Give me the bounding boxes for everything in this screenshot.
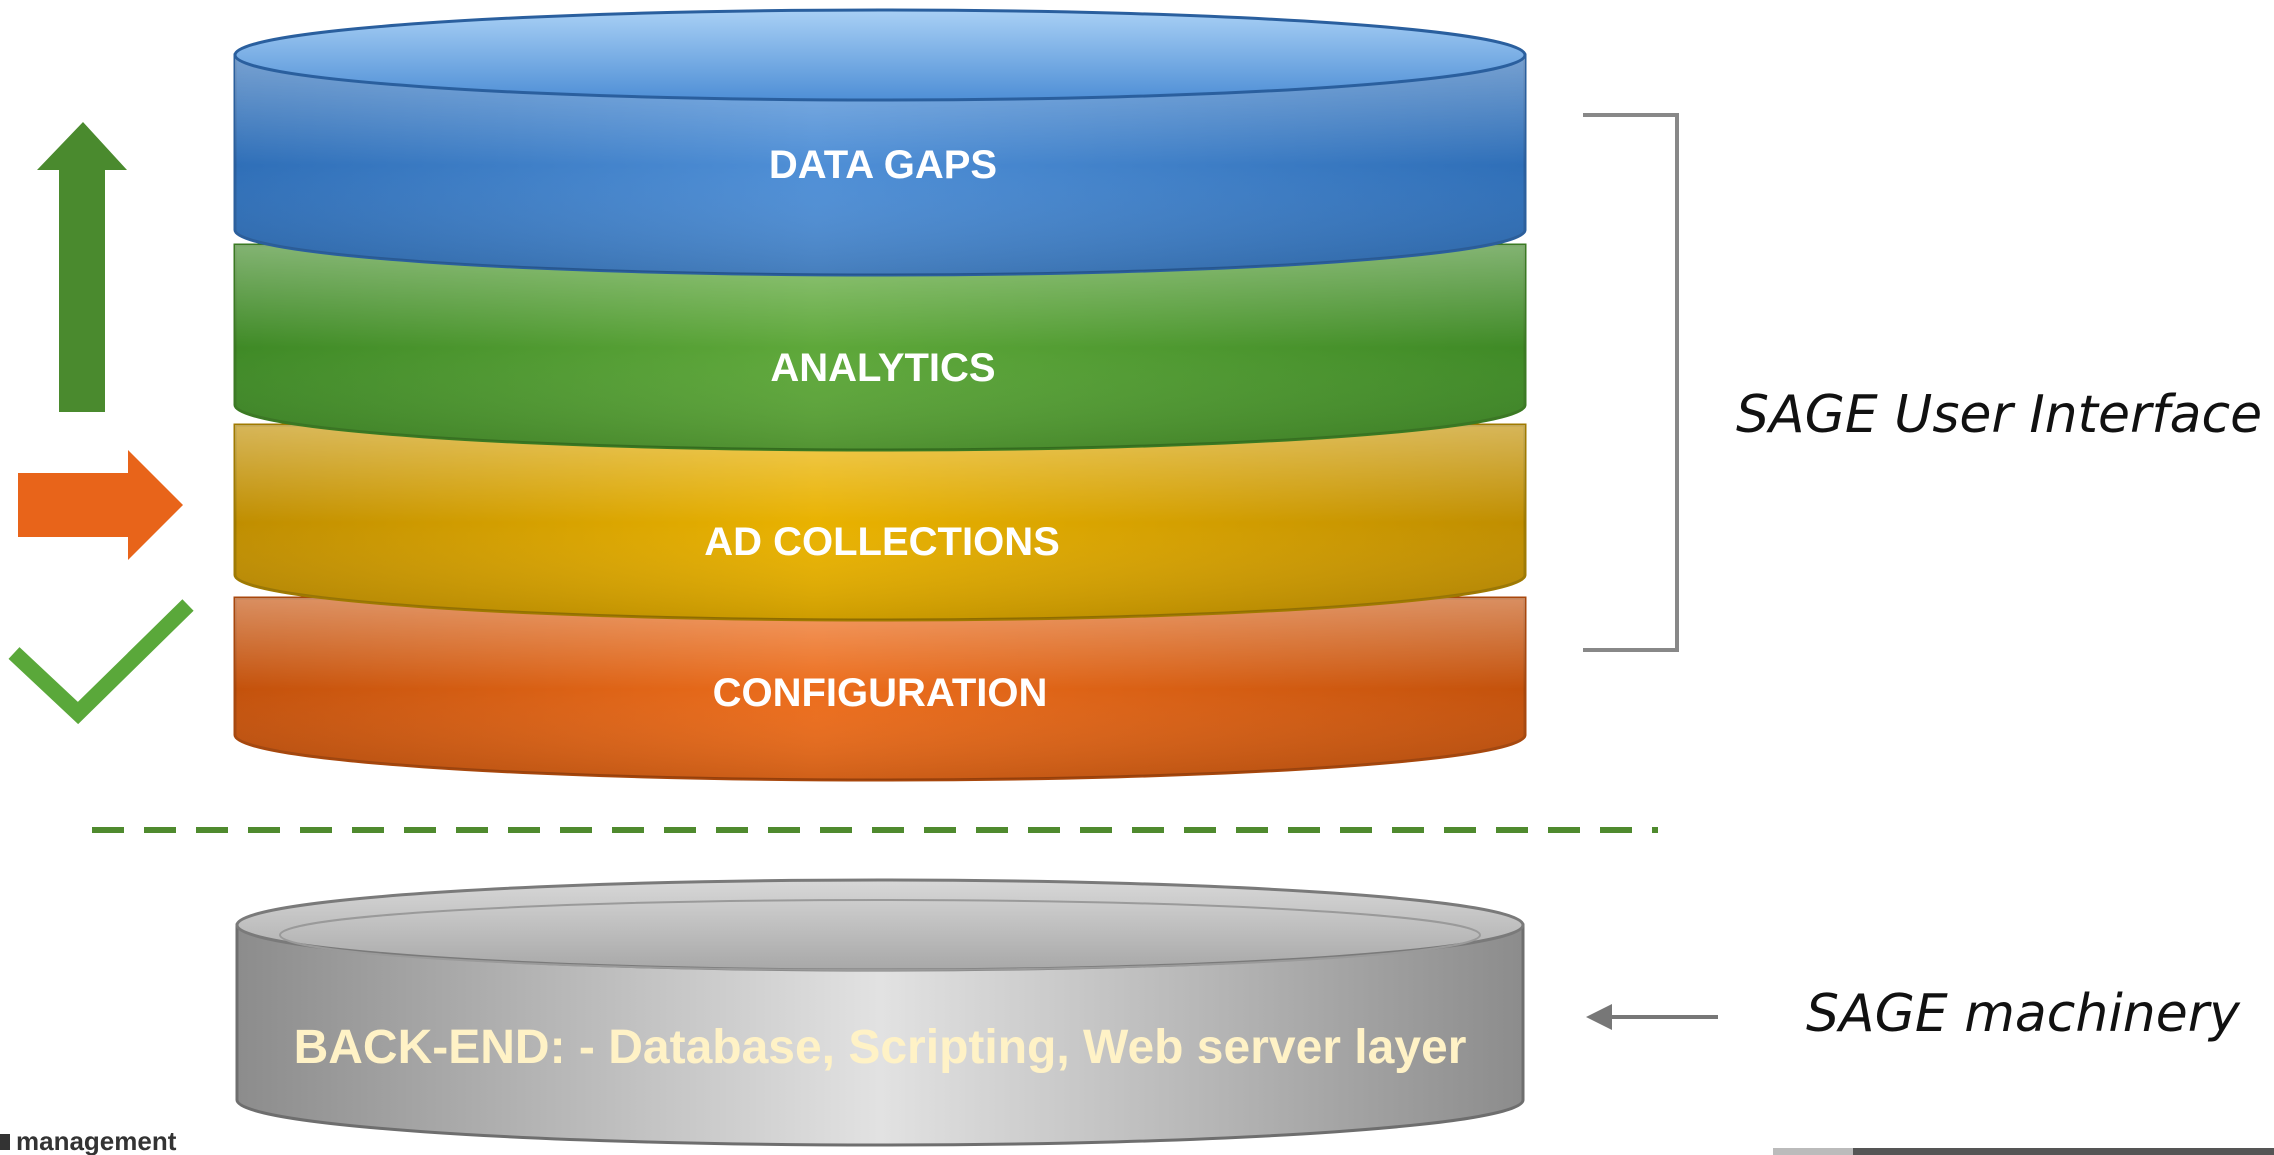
- footer-bar-dark: [1853, 1148, 2274, 1155]
- arrow-up-icon: [37, 122, 127, 412]
- check-icon: [8, 599, 194, 725]
- arrow-left-icon: [1586, 1004, 1718, 1030]
- sage-user-interface-label: SAGE User Interface: [1736, 385, 2262, 445]
- footer-logo-mark: [0, 1134, 10, 1150]
- footer-bar-light: [1773, 1148, 1853, 1155]
- layer-label-analytics: ANALYTICS: [770, 346, 995, 390]
- footer-text: management: [16, 1126, 177, 1155]
- layer-label-ad-collections: AD COLLECTIONS: [704, 520, 1060, 564]
- layer-label-data-gaps: DATA GAPS: [769, 143, 997, 187]
- cylinder-top: [233, 8, 1527, 102]
- layer-ad-collections: AD COLLECTIONS: [233, 423, 1527, 622]
- ui-bracket: [1583, 113, 1679, 652]
- sage-machinery-label: SAGE machinery: [1806, 984, 2241, 1044]
- layer-analytics: ANALYTICS: [233, 243, 1527, 452]
- backend-cylinder: BACK-END: - Database, Scripting, Web ser…: [235, 878, 1525, 1147]
- backend-label: BACK-END: - Database, Scripting, Web ser…: [294, 1021, 1467, 1074]
- layer-label-configuration: CONFIGURATION: [713, 671, 1048, 715]
- layer-configuration: CONFIGURATION: [233, 596, 1527, 782]
- layer-data-gaps: DATA GAPS: [233, 8, 1527, 277]
- arrow-right-icon: [18, 450, 183, 560]
